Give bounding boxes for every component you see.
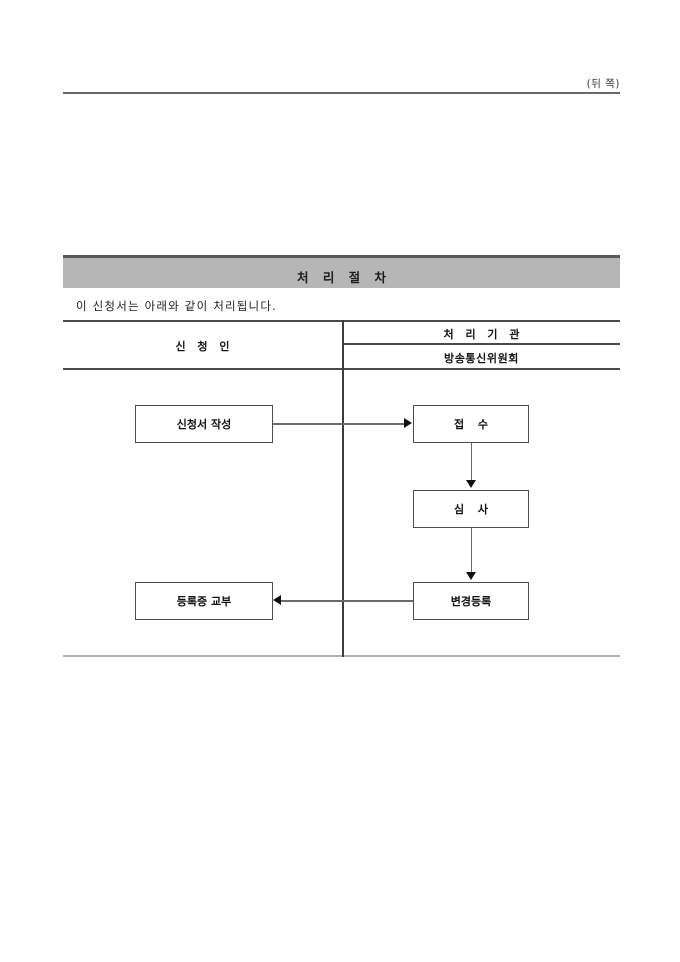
flow-node-review: 심 사 <box>413 490 529 528</box>
header-rule <box>63 92 620 94</box>
section-subtitle: 이 신청서는 아래와 같이 처리됩니다. <box>76 299 277 313</box>
flow-node-issue-certificate: 등록증 교부 <box>135 582 273 620</box>
table-column-divider <box>342 320 344 657</box>
table-bottom-border <box>63 655 620 657</box>
table-top-border <box>63 320 620 322</box>
column-header-agency: 처 리 기 관 <box>443 328 524 341</box>
arrowhead-down-registration <box>466 572 476 580</box>
arrowhead-right-receipt <box>404 418 412 428</box>
page-side-marker: (뒤 쪽) <box>586 78 620 90</box>
column-header-agency-name: 방송통신위원회 <box>443 352 520 365</box>
section-title-text: 처 리 절 차 <box>296 270 392 285</box>
section-title-bar: 처 리 절 차 <box>63 255 620 288</box>
flow-node-receipt: 접 수 <box>413 405 529 443</box>
flow-edge-receipt-to-review <box>470 443 473 482</box>
arrowhead-down-review <box>466 480 476 488</box>
arrowhead-left-issue <box>273 595 281 605</box>
column-header-applicant: 신 청 인 <box>175 340 234 353</box>
flow-edge-registration-to-issue <box>281 600 413 602</box>
table-header-bottom-border <box>63 368 620 370</box>
flow-edge-apply-to-receipt <box>273 423 405 425</box>
table-agency-split-border <box>342 343 620 345</box>
flow-edge-review-to-registration <box>470 528 473 574</box>
flow-node-apply: 신청서 작성 <box>135 405 273 443</box>
flow-node-registration: 변경등록 <box>413 582 529 620</box>
